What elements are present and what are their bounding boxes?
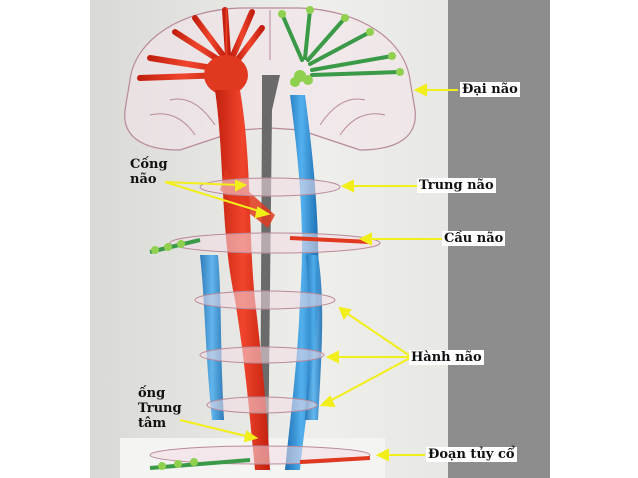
label-cong-nao-line1: Cống (130, 157, 168, 172)
label-ong-line3: tâm (138, 416, 167, 431)
label-trung-nao: Trung não (417, 178, 496, 193)
label-doan-tuy-co: Đoạn tủy cổ (426, 447, 517, 462)
label-dai-nao: Đại não (460, 82, 520, 97)
label-ong-line1: ống (138, 386, 166, 401)
label-cau-nao: Cầu não (442, 231, 506, 246)
label-cong-nao-line2: não (130, 172, 157, 187)
label-hanh-nao: Hành não (409, 350, 484, 365)
label-cong-nao: Cống não (128, 157, 170, 187)
label-ong-trung-tam: ống Trung tâm (136, 386, 184, 431)
label-ong-line2: Trung (138, 401, 182, 416)
